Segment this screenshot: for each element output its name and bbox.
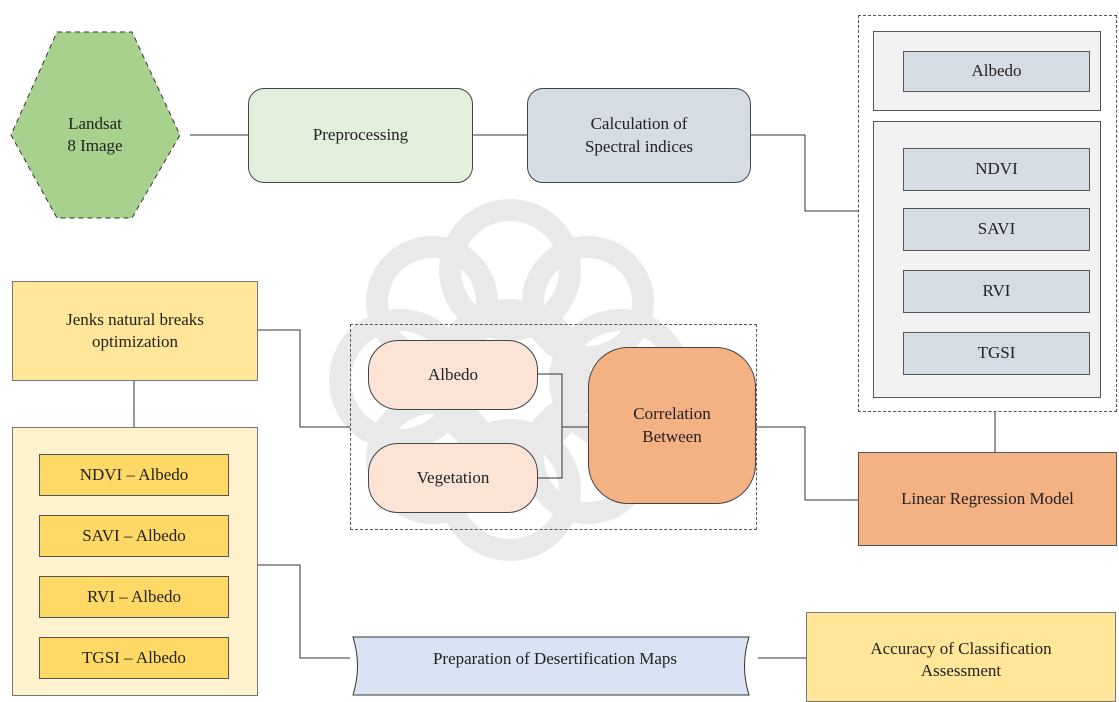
desertification-maps-shape [352, 636, 750, 696]
albedo-index-box: Albedo [903, 51, 1090, 92]
vegetation-pill: Vegetation [368, 443, 538, 513]
accuracy-assessment-label: Accuracy of Classification Assessment [870, 639, 1052, 681]
jenks-natural-breaks-node: Jenks natural breaks optimization [12, 281, 258, 381]
landsat-hexagon [10, 31, 181, 219]
accuracy-assessment-node: Accuracy of Classification Assessment [806, 612, 1116, 702]
landsat-image-label: Landsat 8 Image [67, 113, 123, 155]
spectral-indices-group [858, 15, 1117, 412]
ndvi-albedo-box: NDVI – Albedo [39, 454, 229, 496]
calculation-spectral-indices-node: Calculation of Spectral indices [527, 88, 751, 183]
savi-index-box: SAVI [903, 208, 1090, 251]
correlation-group [350, 324, 757, 530]
desertification-maps-label: Preparation of Desertification Maps [432, 648, 678, 668]
savi-albedo-box: SAVI – Albedo [39, 515, 229, 557]
rvi-index-box: RVI [903, 270, 1090, 313]
ndvi-index-box: NDVI [903, 148, 1090, 191]
correlation-between-node: Correlation Between [588, 347, 756, 504]
tgsi-albedo-box: TGSI – Albedo [39, 637, 229, 679]
preprocessing-node: Preprocessing [248, 88, 473, 183]
linear-regression-node: Linear Regression Model [858, 452, 1117, 546]
rvi-albedo-box: RVI – Albedo [39, 576, 229, 618]
tgsi-index-box: TGSI [903, 332, 1090, 375]
albedo-pill: Albedo [368, 340, 538, 410]
